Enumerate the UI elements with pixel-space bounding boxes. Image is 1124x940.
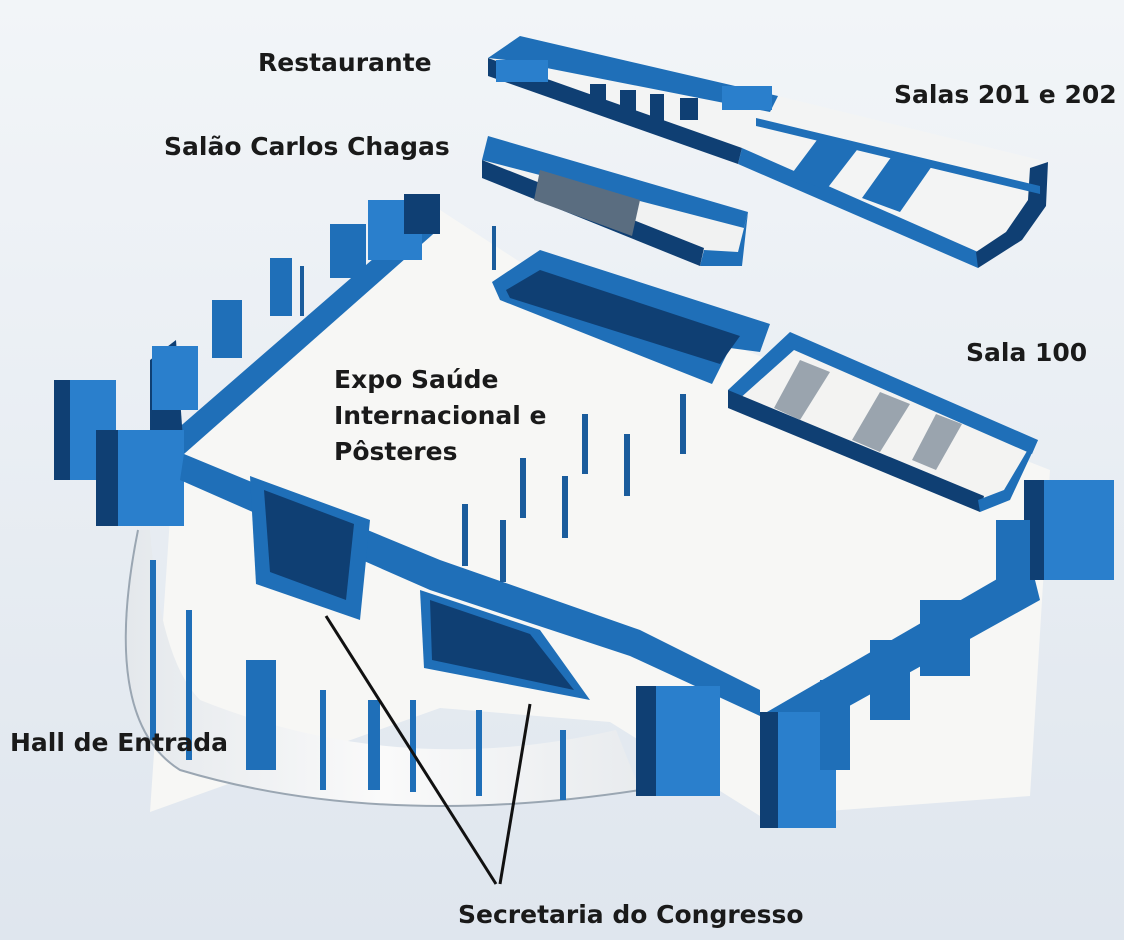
restaurant-and-rooms-201-202 xyxy=(488,36,1048,268)
secretaria-leader-lines xyxy=(324,615,532,885)
label-salas-201-202: Salas 201 e 202 xyxy=(894,80,1117,109)
label-restaurante: Restaurante xyxy=(258,48,432,77)
label-salao-carlos-chagas: Salão Carlos Chagas xyxy=(164,132,450,161)
label-expo-line-2: Internacional e xyxy=(334,401,547,430)
label-expo-saude: Expo Saúde Internacional e Pôsteres xyxy=(334,362,546,470)
label-expo-line-1: Expo Saúde xyxy=(334,365,499,394)
label-sala-100: Sala 100 xyxy=(966,338,1088,367)
label-hall-de-entrada: Hall de Entrada xyxy=(10,728,228,757)
sala-100-block xyxy=(728,332,1038,512)
main-hall-structure xyxy=(54,194,1114,828)
label-expo-line-3: Pôsteres xyxy=(334,437,458,466)
label-secretaria-do-congresso: Secretaria do Congresso xyxy=(458,900,804,929)
salao-carlos-chagas-block xyxy=(482,136,748,266)
